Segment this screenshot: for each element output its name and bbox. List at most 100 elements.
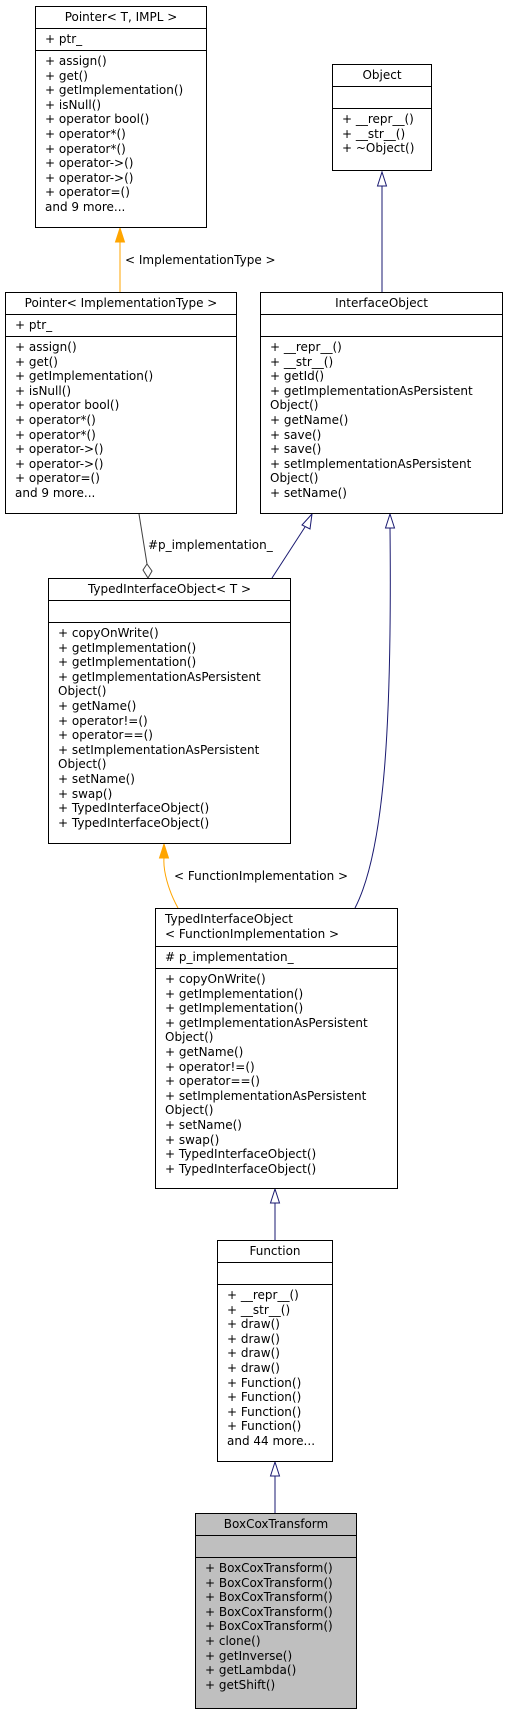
method: + operator*() [15,427,96,442]
class-methods: + copyOnWrite() + getImplementation() + … [156,969,397,1176]
method: + setName() [270,485,347,500]
class-attributes [196,1536,356,1558]
class-attributes [261,315,502,337]
method: + draw() [227,1317,280,1332]
method: + draw() [227,1331,280,1346]
method: + Function() [227,1404,302,1419]
class-attributes [218,1263,332,1285]
method: + setImplementationAsPersistent [58,742,260,757]
edge-label-p-implementation: #p_implementation_ [148,538,273,552]
class-title: InterfaceObject [261,293,502,315]
method: + operator->() [15,456,104,471]
class-attributes: + ptr_ [36,29,206,51]
method: + assign() [15,340,77,354]
class-interfaceobject[interactable]: InterfaceObject + __repr__() + __str__()… [260,292,503,514]
method: + __repr__() [342,112,414,126]
class-typedinterfaceobject-functionimplementation[interactable]: TypedInterfaceObject < FunctionImplement… [155,908,398,1189]
method: + operator->() [45,170,134,185]
usage-diamond [142,563,153,579]
method: + getImplementation() [45,83,184,98]
class-title: TypedInterfaceObject< T > [49,579,290,601]
method: + operator=() [15,471,100,486]
method: + TypedInterfaceObject() [58,801,210,816]
method-more: and 44 more... [227,1433,316,1448]
method: + getName() [165,1044,244,1059]
method: + TypedInterfaceObject() [165,1161,317,1176]
method: Object() [58,684,107,699]
method: + getId() [270,369,325,384]
method: + operator bool() [45,112,150,127]
inherit-arrowhead-object [376,170,388,187]
edge-label-function-implementation: < FunctionImplementation > [174,869,349,883]
class-object[interactable]: Object + __repr__() + __str__() + ~Objec… [332,64,432,171]
template-edge-typed [163,857,179,909]
class-pointer-implementationtype[interactable]: Pointer< ImplementationType > + ptr_ + a… [5,292,237,514]
method: + copyOnWrite() [165,972,266,986]
method: + swap() [165,1132,220,1147]
method: + getImplementation() [58,655,197,670]
inherit-edge-typed-t-interfaceobject [271,526,306,579]
class-title: Pointer< T, IMPL > [36,7,206,29]
method: + get() [15,354,58,369]
method: + operator bool() [15,398,120,413]
method: + operator*() [45,126,126,141]
method-more: and 9 more... [45,199,126,214]
class-methods: + __repr__() + __str__() + getId() + get… [261,337,502,501]
class-title: Pointer< ImplementationType > [6,293,236,315]
inherit-arrowhead-typed-fi [269,1187,281,1204]
class-attributes: + ptr_ [6,315,236,337]
class-function[interactable]: Function + __repr__() + __str__() + draw… [217,1240,333,1462]
attribute: + ptr_ [45,32,83,46]
method: + getImplementationAsPersistent [58,669,261,684]
edge-label-implementation-type: < ImplementationType > [125,253,276,267]
method: + __str__() [342,126,406,141]
usage-edge-p-implementation [138,513,148,565]
method: + setName() [165,1117,242,1132]
method: + __str__() [227,1302,291,1317]
class-title: TypedInterfaceObject < FunctionImplement… [156,909,397,947]
method: + operator==() [165,1074,260,1089]
class-attributes [333,87,431,109]
class-attributes: # p_implementation_ [156,947,397,969]
method: + setImplementationAsPersistent [165,1088,367,1103]
method: + operator!=() [165,1059,255,1074]
method: + operator==() [58,728,153,743]
class-methods: + __repr__() + __str__() + ~Object() [333,109,431,156]
method: + Function() [227,1419,302,1434]
method: + clone() [205,1633,261,1648]
class-pointer-t-impl[interactable]: Pointer< T, IMPL > + ptr_ + assign() + g… [35,6,207,228]
method: + TypedInterfaceObject() [165,1147,317,1162]
attribute: # p_implementation_ [165,950,294,964]
class-typedinterfaceobject-t[interactable]: TypedInterfaceObject< T > + copyOnWrite(… [48,578,291,844]
method: + operator*() [45,141,126,156]
method: + operator!=() [58,713,148,728]
method: + __str__() [270,354,334,369]
method: + isNull() [45,97,102,112]
method: + save() [270,427,322,442]
method: + BoxCoxTransform() [205,1590,333,1605]
class-methods: + __repr__() + __str__() + draw() + draw… [218,1285,332,1449]
attribute: + ptr_ [15,318,53,332]
method: Object() [165,1030,214,1045]
method: + BoxCoxTransform() [205,1575,333,1590]
class-title: Object [333,65,431,87]
method-more: and 9 more... [15,485,96,500]
method: Object() [270,398,319,413]
method: + BoxCoxTransform() [205,1561,333,1575]
method: + BoxCoxTransform() [205,1604,333,1619]
method: + BoxCoxTransform() [205,1619,333,1634]
method: Object() [58,757,107,772]
method: + swap() [58,786,113,801]
method: + assign() [45,54,107,68]
class-boxcoxtransform[interactable]: BoxCoxTransform + BoxCoxTransform() + Bo… [195,1513,357,1709]
method: + copyOnWrite() [58,626,159,640]
method: + draw() [227,1346,280,1361]
method: + getName() [270,412,349,427]
class-methods: + assign() + get() + getImplementation()… [36,51,206,215]
method: + operator*() [15,412,96,427]
method: + getImplementationAsPersistent [270,383,473,398]
class-title: BoxCoxTransform [196,1514,356,1536]
method: + getImplementation() [165,986,304,1001]
method: + get() [45,68,88,83]
